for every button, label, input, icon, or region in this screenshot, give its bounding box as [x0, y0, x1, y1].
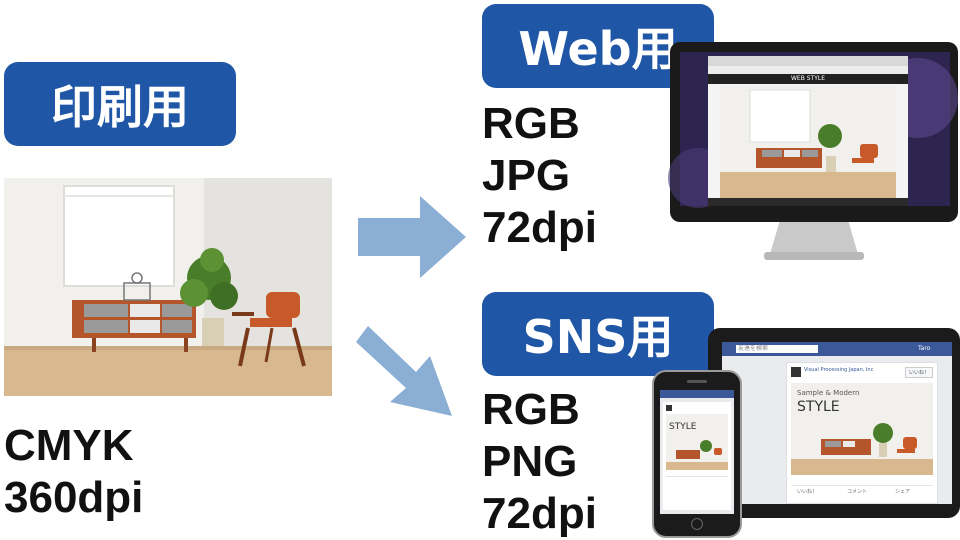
phone-sns-header: [660, 390, 734, 398]
print-badge: 印刷用: [4, 62, 236, 146]
sns-liked-button[interactable]: いいね！: [905, 367, 934, 378]
sns-badge: SNS用: [482, 292, 714, 376]
phone-screen: STYLE: [660, 390, 734, 514]
sns-header: 友達を検索 Taro: [722, 342, 952, 356]
arrow-to-sns: [356, 326, 452, 416]
web-spec-format: JPG: [482, 151, 571, 200]
phone-page-avatar: [666, 405, 672, 411]
sns-page-name[interactable]: Visual Processing Japan, Inc: [804, 367, 874, 373]
sns-caption-main: STYLE: [797, 399, 840, 415]
web-spec-color: RGB: [482, 99, 580, 148]
sns-like-action[interactable]: いいね！: [797, 489, 818, 495]
phone-home-button: [691, 518, 703, 530]
sns-spec-color: RGB: [482, 385, 580, 434]
sns-search-input[interactable]: 友達を検索: [736, 345, 818, 353]
print-room-photo: [4, 178, 332, 396]
phone-speaker: [687, 380, 707, 383]
sns-specs: RGB PNG 72dpi: [482, 384, 597, 540]
web-spec-resolution: 72dpi: [482, 203, 597, 252]
web-site-logo: WEB STYLE: [708, 74, 908, 84]
web-footer-bar: [708, 198, 908, 206]
arrow-to-web: [358, 196, 466, 278]
tablet-screen: 友達を検索 Taro Visual Processing Japan, Inc …: [722, 342, 952, 504]
sns-spec-resolution: 72dpi: [482, 489, 597, 538]
phone-caption-main: STYLE: [669, 422, 697, 432]
sns-page-avatar: [791, 367, 801, 377]
phone-action-bar: [666, 476, 728, 477]
sns-spec-format: PNG: [482, 437, 578, 486]
sns-post-image: Sample & Modern STYLE: [791, 383, 933, 475]
web-specs: RGB JPG 72dpi: [482, 98, 597, 254]
sns-action-bar: いいね！ コメント シェア: [791, 485, 933, 498]
desktop-monitor: WEB STYLE: [668, 38, 960, 264]
print-spec-color: CMYK: [4, 421, 134, 470]
sns-nav-user[interactable]: Taro: [918, 345, 931, 352]
sns-share-action[interactable]: シェア: [895, 489, 911, 495]
phone-post-card: STYLE: [663, 402, 731, 510]
sns-post-card: Visual Processing Japan, Inc いいね！ Sample…: [786, 362, 938, 504]
sns-comment-action[interactable]: コメント: [847, 489, 868, 495]
sns-caption-top: Sample & Modern: [797, 389, 860, 397]
phone-post-image: STYLE: [666, 414, 728, 470]
tablet-device: 友達を検索 Taro Visual Processing Japan, Inc …: [708, 328, 960, 518]
smartphone-device: STYLE: [652, 370, 742, 538]
print-spec-resolution: 360dpi: [4, 473, 144, 522]
print-specs: CMYK 360dpi: [4, 420, 143, 524]
